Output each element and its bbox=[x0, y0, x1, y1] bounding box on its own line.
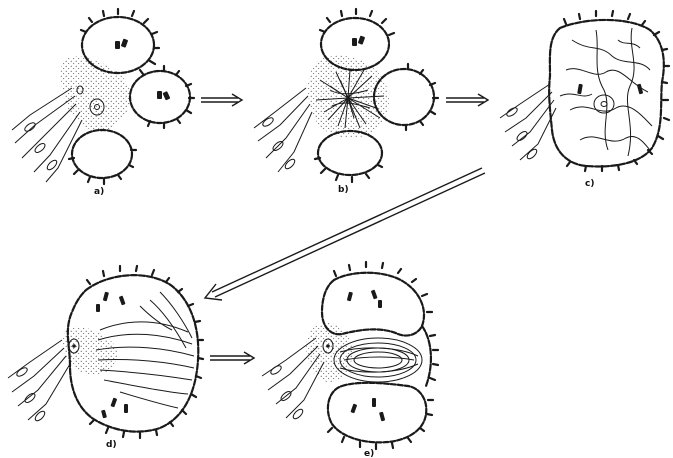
vesicle-e1 bbox=[322, 262, 432, 336]
panel-label-a: a) bbox=[94, 187, 104, 197]
vesicle-a3 bbox=[69, 130, 136, 184]
panel-label-e: e) bbox=[364, 449, 374, 458]
neuron-processes-c bbox=[500, 84, 556, 160]
panel-b: b) bbox=[254, 9, 438, 195]
panel-a: a) bbox=[12, 9, 194, 197]
panel-label-b: b) bbox=[338, 185, 349, 195]
arrow-d-to-e bbox=[210, 352, 254, 364]
panel-e: e) bbox=[262, 262, 438, 458]
arrow-a-to-b bbox=[201, 94, 242, 106]
panel-d: d) bbox=[8, 266, 203, 450]
panel-label-c: c) bbox=[585, 179, 594, 189]
panel-c: c) bbox=[500, 11, 669, 189]
panel-label-d: d) bbox=[106, 440, 117, 450]
chromatin-c1 bbox=[577, 84, 583, 95]
vesicle-a1 bbox=[81, 9, 159, 74]
vesicle-b3 bbox=[315, 131, 382, 182]
vesicle-a2 bbox=[130, 66, 194, 128]
arrow-b-to-c bbox=[446, 94, 488, 106]
nucleus-c bbox=[594, 95, 614, 113]
neuron-processes-d bbox=[8, 340, 70, 422]
neurofilaments-c bbox=[560, 28, 652, 156]
fibril-bundle-e bbox=[334, 338, 422, 382]
neuron-processes-b bbox=[254, 88, 312, 172]
vesicle-e2 bbox=[328, 383, 433, 449]
